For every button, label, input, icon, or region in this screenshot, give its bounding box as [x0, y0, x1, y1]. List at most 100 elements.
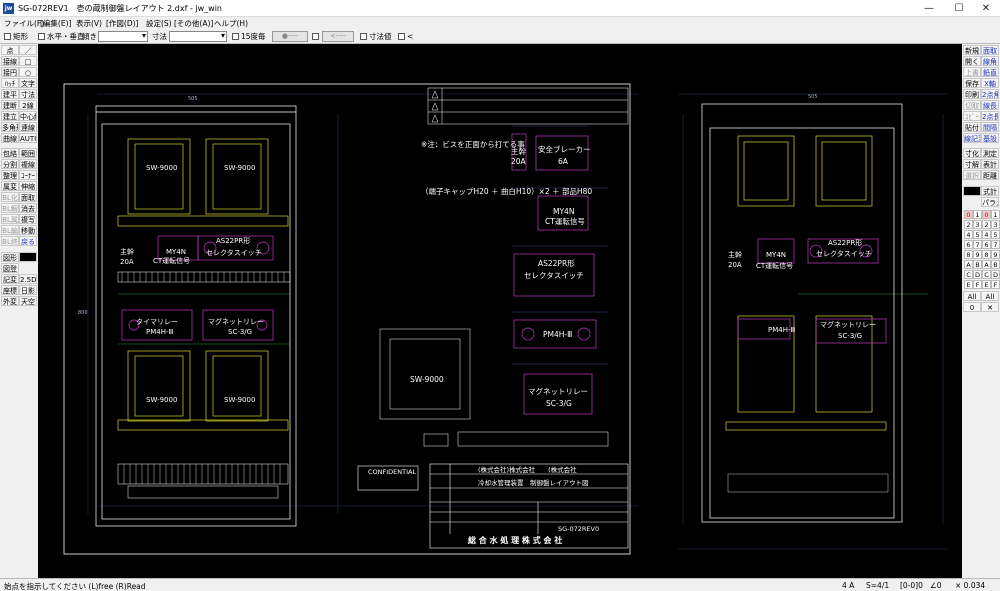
layer-group-e[interactable]: E: [964, 280, 973, 289]
close-button[interactable]: ✕: [981, 3, 991, 14]
tool-measure[interactable]: 測定: [981, 148, 999, 158]
tool-polygon[interactable]: 多角形: [1, 122, 19, 132]
layer-7[interactable]: 7: [991, 240, 1000, 249]
tool-line-length[interactable]: 線長: [981, 100, 999, 110]
tool-tangent-circle[interactable]: 接円: [1, 67, 19, 77]
tool-2-5d[interactable]: 2.5D: [19, 274, 37, 284]
tool-erase[interactable]: 消去: [19, 203, 37, 213]
tool-envelope[interactable]: 包絡: [1, 148, 19, 158]
tool-r-chamfer[interactable]: 面取: [981, 45, 999, 55]
deg15-checkbox[interactable]: [232, 33, 239, 40]
tool-auto[interactable]: AUTO: [19, 133, 37, 143]
tool-attr-change[interactable]: 属変: [1, 181, 19, 191]
arrow-back-button[interactable]: <----: [322, 31, 354, 42]
menu-view[interactable]: 表示(V): [76, 19, 102, 28]
status-angle[interactable]: ∠0: [930, 581, 942, 590]
layer-c[interactable]: C: [982, 270, 991, 279]
tool-dim-break[interactable]: 寸解: [963, 159, 981, 169]
layer-group-3[interactable]: 3: [973, 220, 982, 229]
layer-group-0[interactable]: 0: [964, 210, 973, 219]
tool-double-line[interactable]: 2線: [19, 100, 37, 110]
layer-group-6[interactable]: 6: [964, 240, 973, 249]
rect-option[interactable]: 矩形: [4, 31, 28, 42]
layer-1[interactable]: 1: [991, 210, 1000, 219]
layer-group-a[interactable]: A: [964, 260, 973, 269]
tool-2pt-angle[interactable]: 2点角: [981, 89, 999, 99]
layer-group-8[interactable]: 8: [964, 250, 973, 259]
layer-8[interactable]: 8: [982, 250, 991, 259]
rect-checkbox[interactable]: [4, 33, 11, 40]
maximize-button[interactable]: ☐: [954, 3, 964, 14]
tool-dim-make[interactable]: 寸化: [963, 148, 981, 158]
tool-save[interactable]: 保存: [963, 78, 981, 88]
tool-corner[interactable]: ｺｰﾅｰ: [19, 170, 37, 180]
tool-new[interactable]: 新規: [963, 45, 981, 55]
layer-9[interactable]: 9: [991, 250, 1000, 259]
tool-extend[interactable]: 伸縮: [19, 181, 37, 191]
back-checkbox[interactable]: [312, 33, 319, 40]
tool-offset[interactable]: 複線: [19, 159, 37, 169]
layer-d[interactable]: D: [991, 270, 1000, 279]
tool-block-make[interactable]: BL化: [1, 192, 19, 202]
tool-line[interactable]: ／: [19, 45, 37, 55]
tool-section[interactable]: 建断: [1, 100, 19, 110]
tool-cleanup[interactable]: 整理: [1, 170, 19, 180]
tool-move[interactable]: 移動: [19, 225, 37, 235]
tool-chamfer[interactable]: 面取: [19, 192, 37, 202]
tool-paste[interactable]: 貼付: [963, 122, 981, 132]
menu-edit[interactable]: [編集(E)]: [40, 19, 72, 28]
layer-x-icon[interactable]: ✕: [981, 302, 999, 312]
tool-elevation[interactable]: 建立: [1, 111, 19, 121]
layer-group-1[interactable]: 1: [973, 210, 982, 219]
layer-group-5[interactable]: 5: [973, 230, 982, 239]
tool-undo[interactable]: 戻る: [19, 236, 37, 246]
layer-group-b[interactable]: B: [973, 260, 982, 269]
tool-interval[interactable]: 間隔: [981, 122, 999, 132]
tool-centerline[interactable]: 中心線: [19, 111, 37, 121]
layer-a[interactable]: A: [982, 260, 991, 269]
tool-copy-clip[interactable]: ｺﾋﾟｰ: [963, 111, 981, 121]
tool-sky[interactable]: 天空: [19, 296, 37, 306]
tool-select[interactable]: 選択: [963, 170, 981, 180]
tool-curve[interactable]: 曲線: [1, 133, 19, 143]
layer-group-2[interactable]: 2: [964, 220, 973, 229]
layer-2[interactable]: 2: [982, 220, 991, 229]
tool-line-type[interactable]: [19, 252, 37, 262]
tool-symbol-change[interactable]: 記変: [1, 274, 19, 284]
status-zoom[interactable]: × 0.034: [955, 581, 986, 590]
tool-text[interactable]: 文字: [19, 78, 37, 88]
tool-cut[interactable]: 切取: [963, 100, 981, 110]
horiz-vert-checkbox[interactable]: [38, 33, 45, 40]
tool-block-break[interactable]: BL解: [1, 203, 19, 213]
layer-4[interactable]: 4: [982, 230, 991, 239]
tool-2pt-length[interactable]: 2点長: [981, 111, 999, 121]
tool-dimension[interactable]: 寸法: [19, 89, 37, 99]
lt-checkbox[interactable]: [398, 33, 405, 40]
layer-b[interactable]: B: [991, 260, 1000, 269]
layer-3[interactable]: 3: [991, 220, 1000, 229]
tool-tangent[interactable]: 接線: [1, 56, 19, 66]
tool-divide[interactable]: 分割: [1, 159, 19, 169]
tool-plan[interactable]: 建平: [1, 89, 19, 99]
tool-formula[interactable]: 式計: [981, 186, 999, 196]
dim-value-option[interactable]: 寸法値: [360, 31, 392, 42]
tool-point[interactable]: 点: [1, 45, 19, 55]
line-type-swatch[interactable]: [963, 186, 981, 196]
tool-line-symbol-change[interactable]: 線記変: [963, 133, 981, 143]
tool-block-end[interactable]: BL終: [1, 236, 19, 246]
layer-group-7[interactable]: 7: [973, 240, 982, 249]
tool-base-setting[interactable]: 基設: [981, 133, 999, 143]
layer-e[interactable]: E: [982, 280, 991, 289]
menu-file[interactable]: ファイル(F): [4, 19, 45, 28]
status-paper[interactable]: 4 A: [842, 581, 855, 590]
tool-circle[interactable]: ○: [19, 67, 37, 77]
tilt-combo[interactable]: [98, 31, 148, 42]
tool-copy[interactable]: 複写: [19, 214, 37, 224]
tool-print[interactable]: 印刷: [963, 89, 981, 99]
back-option[interactable]: [312, 31, 321, 42]
tool-parameter[interactable]: パラメ: [981, 197, 999, 207]
minimize-button[interactable]: —: [924, 3, 934, 14]
status-scale[interactable]: S=4/1: [866, 581, 890, 590]
tool-coordinate[interactable]: 座標: [1, 285, 19, 295]
layer-group-d[interactable]: D: [973, 270, 982, 279]
